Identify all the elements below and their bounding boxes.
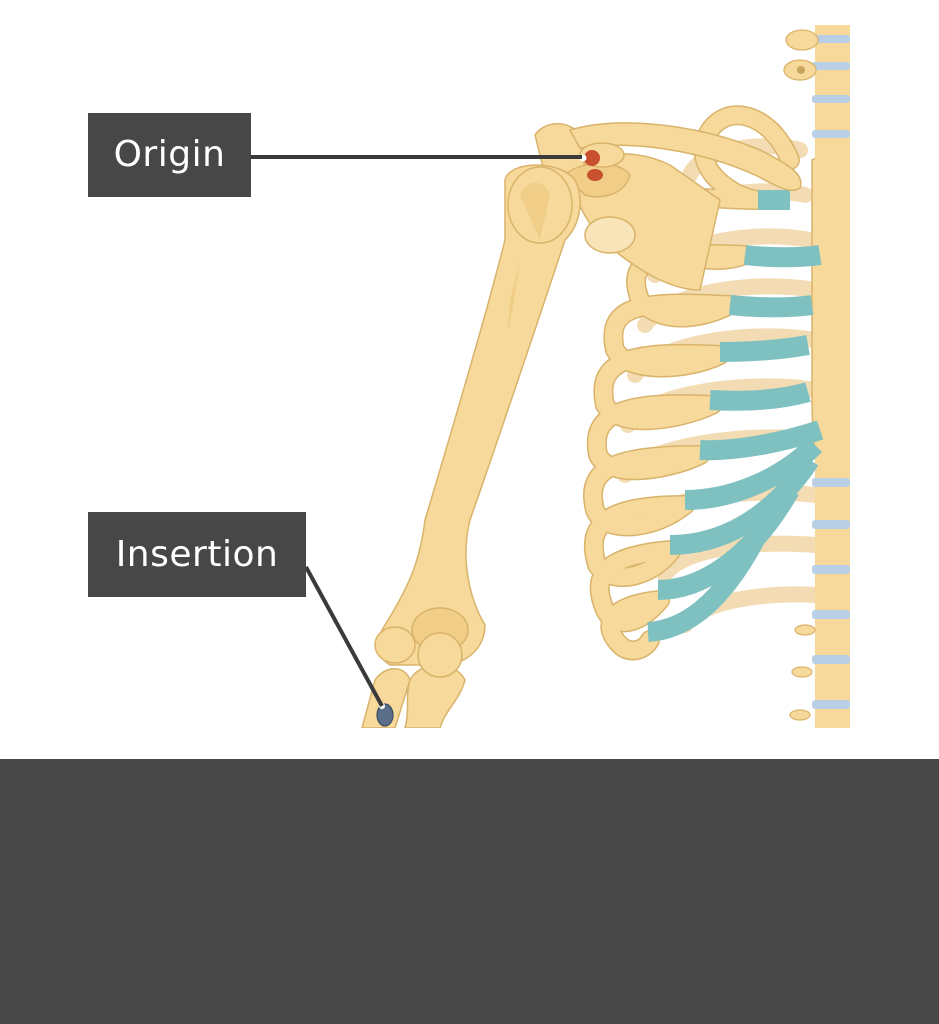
origin-label: Origin — [88, 113, 251, 197]
costal-cartilages — [647, 190, 824, 642]
bottom-panel — [0, 759, 939, 1024]
origin-label-text: Origin — [113, 134, 226, 175]
scapula — [534, 123, 721, 291]
origin-attachment — [579, 150, 603, 181]
humerus — [377, 164, 581, 666]
insertion-attachment — [376, 703, 394, 727]
skeleton-illustration — [251, 25, 850, 728]
clavicle — [568, 122, 802, 192]
insertion-label: Insertion — [88, 512, 306, 597]
vertebral-column — [783, 25, 850, 728]
insertion-label-text: Insertion — [115, 533, 279, 575]
insertion-leader-line — [304, 566, 384, 707]
skeleton-diagram: Origin Insertion — [88, 25, 850, 728]
forearm-bones — [361, 626, 466, 728]
